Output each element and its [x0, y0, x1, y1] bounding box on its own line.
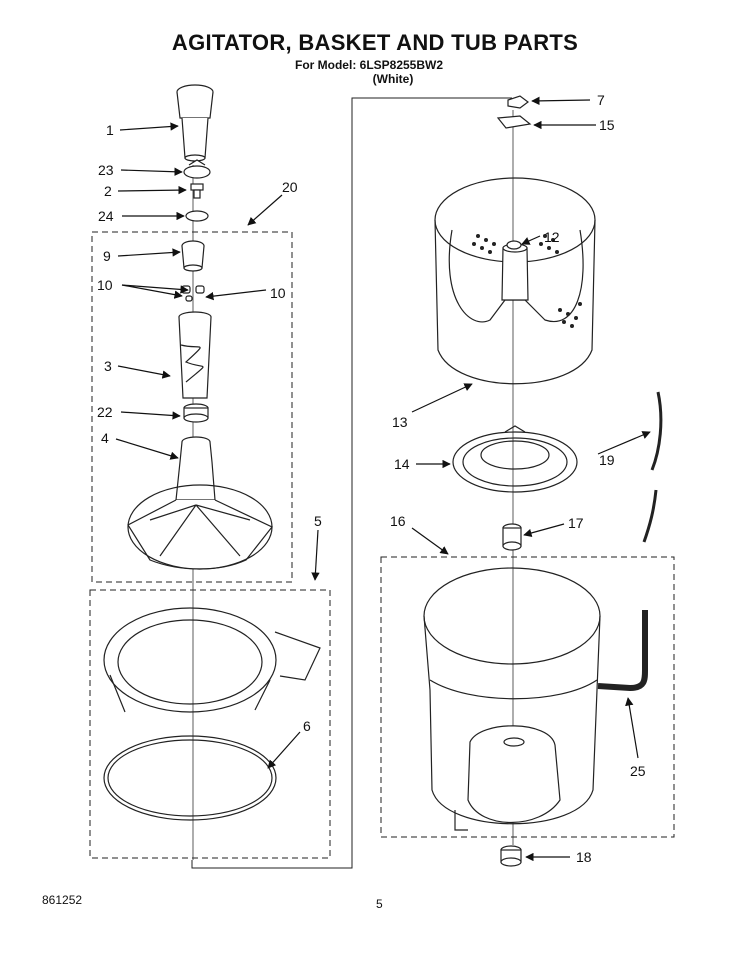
label-part-4: 4 [101, 430, 109, 446]
label-part-20: 20 [282, 179, 298, 195]
group-box-agitator [91, 231, 293, 583]
label-part-9: 9 [103, 248, 111, 264]
auger-part [178, 311, 212, 399]
model-line: For Model: 6LSP8255BW2 [294, 58, 444, 72]
label-part-10-right: 10 [270, 285, 286, 301]
label-part-19: 19 [599, 452, 615, 468]
tub-nut-part [500, 845, 522, 867]
basket-ring-part [103, 607, 321, 713]
clip-part [507, 95, 529, 109]
label-part-22: 22 [97, 404, 113, 420]
bearing-part [183, 403, 209, 423]
softener-cup-part [176, 84, 214, 162]
spin-basket-part [434, 177, 596, 385]
label-part-5: 5 [314, 513, 322, 529]
plate-part [496, 115, 532, 129]
group-box-tub [380, 556, 675, 838]
label-part-12: 12 [544, 229, 560, 245]
label-part-13: 13 [392, 414, 408, 430]
snap-ring-part [103, 735, 277, 821]
label-part-23: 23 [98, 162, 114, 178]
label-part-25: 25 [630, 763, 646, 779]
agitator-base-part [127, 436, 273, 570]
label-part-7: 7 [597, 92, 605, 108]
label-part-16: 16 [390, 513, 406, 529]
connector-line [191, 97, 512, 869]
label-part-17: 17 [568, 515, 584, 531]
label-part-6: 6 [303, 718, 311, 734]
brake-disc-part [452, 425, 578, 493]
label-part-15: 15 [599, 117, 615, 133]
washer-part [185, 210, 209, 222]
page-number: 5 [376, 897, 383, 911]
label-part-3: 3 [104, 358, 112, 374]
hose-part [642, 391, 663, 543]
label-part-24: 24 [98, 208, 114, 224]
label-part-18: 18 [576, 849, 592, 865]
outer-tub-part [423, 567, 601, 831]
group-box-ring [89, 589, 331, 859]
tub-bearing-part [502, 523, 522, 551]
bolt-part [190, 183, 204, 199]
agitator-cam-part [181, 240, 205, 272]
label-part-10-left: 10 [97, 277, 113, 293]
tub-hose-part [597, 610, 648, 692]
basket-nut-part [506, 240, 522, 250]
label-part-14: 14 [394, 456, 410, 472]
doc-number: 861252 [42, 893, 83, 907]
label-part-1: 1 [106, 122, 114, 138]
label-part-2: 2 [104, 183, 112, 199]
cap-seal-part [183, 159, 211, 179]
page-title: AGITATOR, BASKET AND TUB PARTS [171, 30, 579, 55]
color-line: (White) [372, 72, 414, 86]
